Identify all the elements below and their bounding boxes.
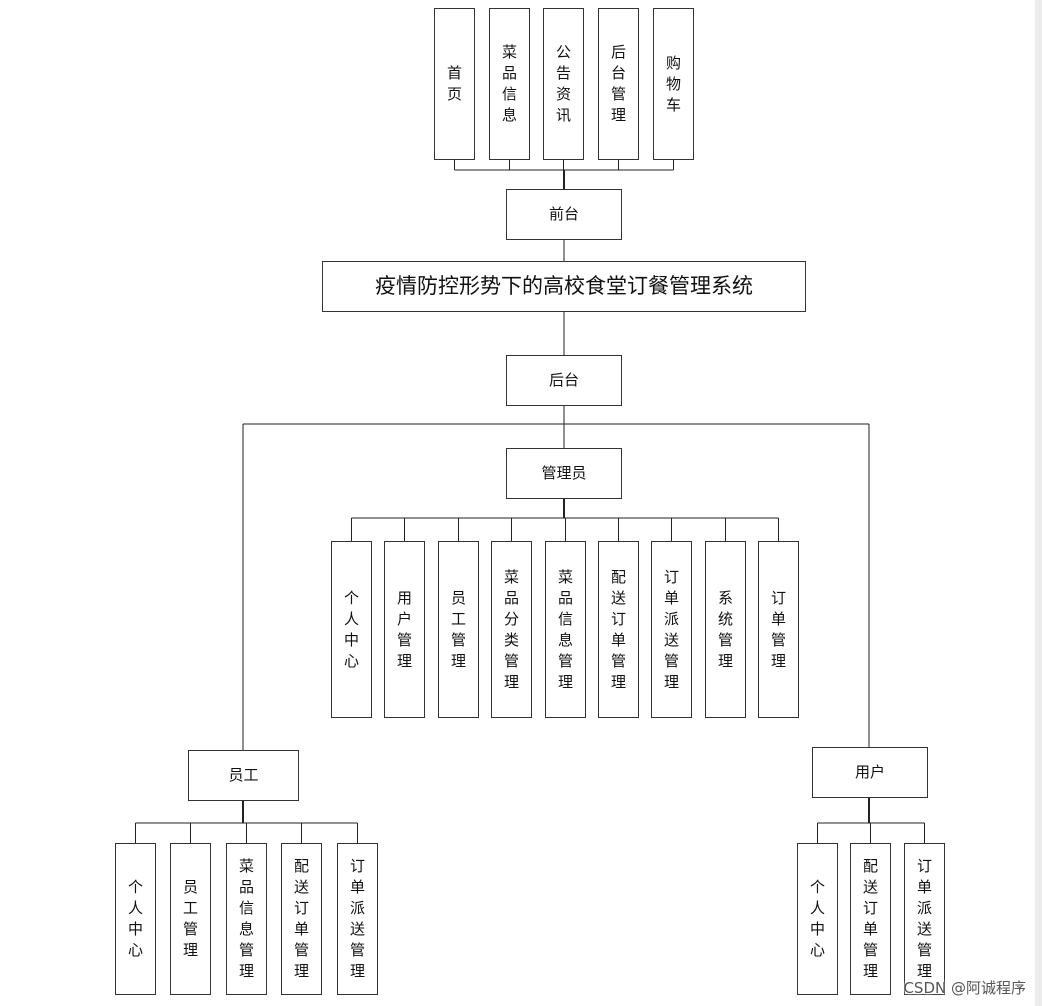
admin-item-label: 用户管理 [397,588,413,670]
system-title: 疫情防控形势下的高校食堂订餐管理系统 [375,274,753,298]
user-label: 用户 [854,763,885,781]
admin-item-label: 菜品信息管理 [558,567,574,691]
admin-item: 订单管理 [758,541,799,718]
staff-item-label: 员工管理 [183,878,199,959]
frontend-item-label: 后台管理 [611,43,627,124]
staff-item-label: 菜品信息管理 [239,857,255,980]
admin-node: 管理员 [506,448,622,499]
system-title-node: 疫情防控形势下的高校食堂订餐管理系统 [322,261,806,312]
frontend-item-label: 公告资讯 [556,43,572,124]
admin-item-label: 菜品分类管理 [504,567,520,691]
frontend-item-label: 首页 [447,64,463,103]
staff-item: 配送订单管理 [281,843,322,995]
backend-label: 后台 [548,371,579,389]
user-node: 用户 [812,747,928,798]
admin-item: 个人中心 [331,541,372,718]
frontend-item: 首页 [434,8,475,160]
admin-item-label: 配送订单管理 [611,567,627,691]
admin-item-label: 员工管理 [451,588,467,670]
page-scrollbar[interactable] [1035,0,1042,1006]
user-item: 配送订单管理 [850,843,891,995]
admin-item-label: 个人中心 [344,588,360,670]
admin-item: 系统管理 [705,541,746,718]
staff-item: 菜品信息管理 [226,843,267,995]
admin-label: 管理员 [541,464,587,482]
staff-item-label: 个人中心 [128,878,144,959]
user-item: 订单派送管理 [904,843,945,995]
csdn-watermark: CSDN @阿诚程序 [903,979,1026,997]
frontend-item: 后台管理 [598,8,639,160]
admin-item-label: 订单管理 [771,588,787,670]
frontend-item-label: 购物车 [666,53,682,114]
staff-item: 员工管理 [170,843,211,995]
staff-item: 个人中心 [115,843,156,995]
admin-item-label: 系统管理 [718,588,734,670]
staff-node: 员工 [188,750,299,801]
frontend-item: 购物车 [653,8,694,160]
staff-item-label: 订单派送管理 [350,857,366,980]
frontend-item: 菜品信息 [489,8,530,160]
admin-item: 员工管理 [438,541,479,718]
user-item-label: 订单派送管理 [917,857,933,980]
user-item-label: 个人中心 [810,878,826,959]
admin-item: 订单派送管理 [651,541,692,718]
backend-node: 后台 [506,355,622,406]
admin-item-label: 订单派送管理 [664,567,680,691]
staff-item-label: 配送订单管理 [294,857,310,980]
user-item: 个人中心 [797,843,838,995]
admin-item: 用户管理 [384,541,425,718]
staff-item: 订单派送管理 [337,843,378,995]
staff-label: 员工 [228,766,259,784]
frontend-label: 前台 [548,205,579,223]
frontend-node: 前台 [506,189,622,240]
admin-item: 配送订单管理 [598,541,639,718]
frontend-item-label: 菜品信息 [502,43,518,124]
admin-item: 菜品分类管理 [491,541,532,718]
admin-item: 菜品信息管理 [545,541,586,718]
frontend-item: 公告资讯 [543,8,584,160]
user-item-label: 配送订单管理 [863,857,879,980]
